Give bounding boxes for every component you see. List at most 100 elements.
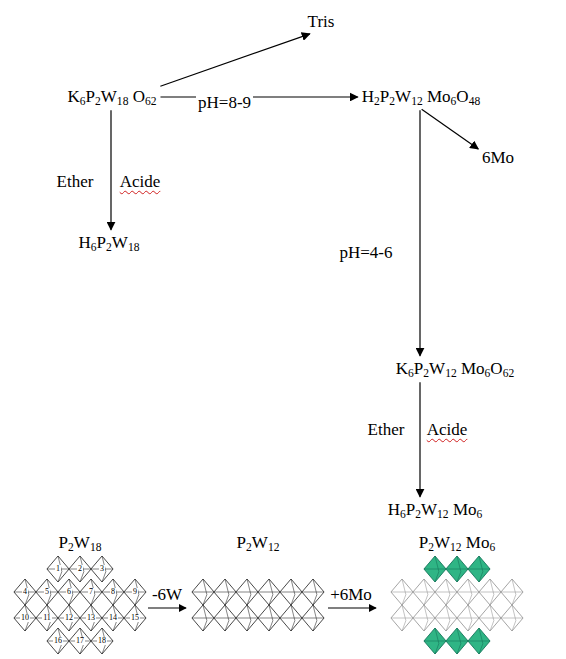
callout-number: 12: [64, 614, 74, 622]
octahedron: [479, 605, 501, 631]
reaction-arrow: [419, 382, 420, 497]
formula-node: K6P2W18 O62: [66, 86, 159, 108]
reaction-arrow: [160, 96, 357, 97]
formula-text: H2P2W12 Mo6O48: [362, 87, 480, 107]
transform-arrow: [328, 607, 376, 608]
callout-number: 13: [86, 614, 96, 622]
callout-number: 1: [55, 565, 61, 573]
octahedron: [391, 579, 413, 605]
octahedron: [124, 605, 146, 631]
callout-number: 7: [88, 588, 94, 596]
callout-number: 8: [110, 588, 116, 596]
formula-text: H6P2W12 Mo6: [388, 500, 483, 520]
octahedron: [69, 556, 91, 582]
formula-node: 6Mo: [480, 147, 516, 169]
callout-number: 3: [99, 565, 105, 573]
p2w12mo6-structure: [391, 556, 523, 654]
formula-node: H6P2W18: [77, 232, 142, 254]
annotation-label: P2W18: [57, 533, 104, 553]
formula-text: K6P2W12 Mo6O62: [396, 359, 514, 379]
callout-number: 11: [42, 614, 52, 622]
reaction-arrow: [419, 110, 420, 356]
octahedron: [214, 605, 236, 631]
annotation-label: +6Mo: [328, 585, 374, 605]
octahedron: [91, 628, 113, 654]
octahedron: [80, 605, 102, 631]
octahedron: [435, 579, 457, 605]
octahedron: [58, 579, 80, 605]
formula-node: H2P2W12 Mo6O48: [360, 86, 482, 108]
formula-node: K6P2W12 Mo6O62: [394, 358, 516, 380]
formula-text: H6P2W18: [79, 233, 140, 253]
callout-number: 4: [22, 588, 28, 596]
reaction-arrow: [422, 109, 479, 149]
octahedron: [214, 579, 236, 605]
octahedron: [124, 579, 146, 605]
octahedron: [501, 605, 523, 631]
octahedron: [192, 605, 214, 631]
callout-number: 6: [66, 588, 72, 596]
annotation-label: pH=4-6: [337, 243, 394, 263]
annotation-label: Ether: [366, 420, 407, 440]
octahedron: [236, 579, 258, 605]
octahedron: [446, 556, 468, 582]
octahedron: [91, 556, 113, 582]
octahedron: [36, 605, 58, 631]
annotation-label: P2W12: [235, 533, 282, 553]
reaction-arrow: [110, 110, 111, 230]
annotation-label: -6W: [150, 585, 184, 605]
p2w18-structure: [14, 556, 146, 654]
p2w12-structure: [192, 579, 324, 631]
octahedron: [58, 605, 80, 631]
octahedron: [14, 579, 36, 605]
octahedron: [280, 579, 302, 605]
octahedron: [424, 628, 446, 654]
callout-number: 9: [132, 588, 138, 596]
octahedron: [258, 579, 280, 605]
callout-number: 15: [130, 614, 140, 622]
transform-arrow: [148, 607, 186, 608]
octahedron: [413, 605, 435, 631]
octahedron: [302, 579, 324, 605]
callout-number: 16: [53, 637, 63, 645]
octahedron: [302, 605, 324, 631]
formula-text: K6P2W18 O62: [68, 87, 157, 107]
callout-number: 2: [77, 565, 83, 573]
octahedron: [468, 628, 490, 654]
formula-text: Tris: [308, 12, 335, 32]
octahedron: [457, 579, 479, 605]
annotation-label: Acide: [118, 172, 163, 192]
octahedron: [102, 579, 124, 605]
formula-node: H6P2W12 Mo6: [386, 499, 485, 521]
annotation-label: Ether: [55, 172, 96, 192]
octahedron: [236, 605, 258, 631]
callout-number: 18: [97, 637, 107, 645]
octahedron: [47, 556, 69, 582]
octahedron: [102, 605, 124, 631]
octahedron: [468, 556, 490, 582]
callout-number: 17: [75, 637, 85, 645]
octahedron: [413, 579, 435, 605]
octahedron: [258, 605, 280, 631]
octahedron: [36, 579, 58, 605]
callout-number: 10: [20, 614, 30, 622]
octahedron: [435, 605, 457, 631]
octahedron: [391, 605, 413, 631]
reaction-arrow: [160, 34, 309, 86]
octahedron: [446, 628, 468, 654]
octahedron: [47, 628, 69, 654]
octahedron: [14, 605, 36, 631]
annotation-label: P2W12 Mo6: [417, 533, 498, 553]
formula-text: 6Mo: [482, 148, 514, 168]
octahedron: [479, 579, 501, 605]
octahedron: [501, 579, 523, 605]
edge-label: pH=8-9: [196, 93, 253, 113]
callout-number: 14: [108, 614, 118, 622]
octahedron: [80, 579, 102, 605]
octahedron: [280, 605, 302, 631]
octahedron: [457, 605, 479, 631]
octahedron: [69, 628, 91, 654]
formula-node: Tris: [306, 11, 337, 33]
annotation-label: Acide: [425, 420, 470, 440]
